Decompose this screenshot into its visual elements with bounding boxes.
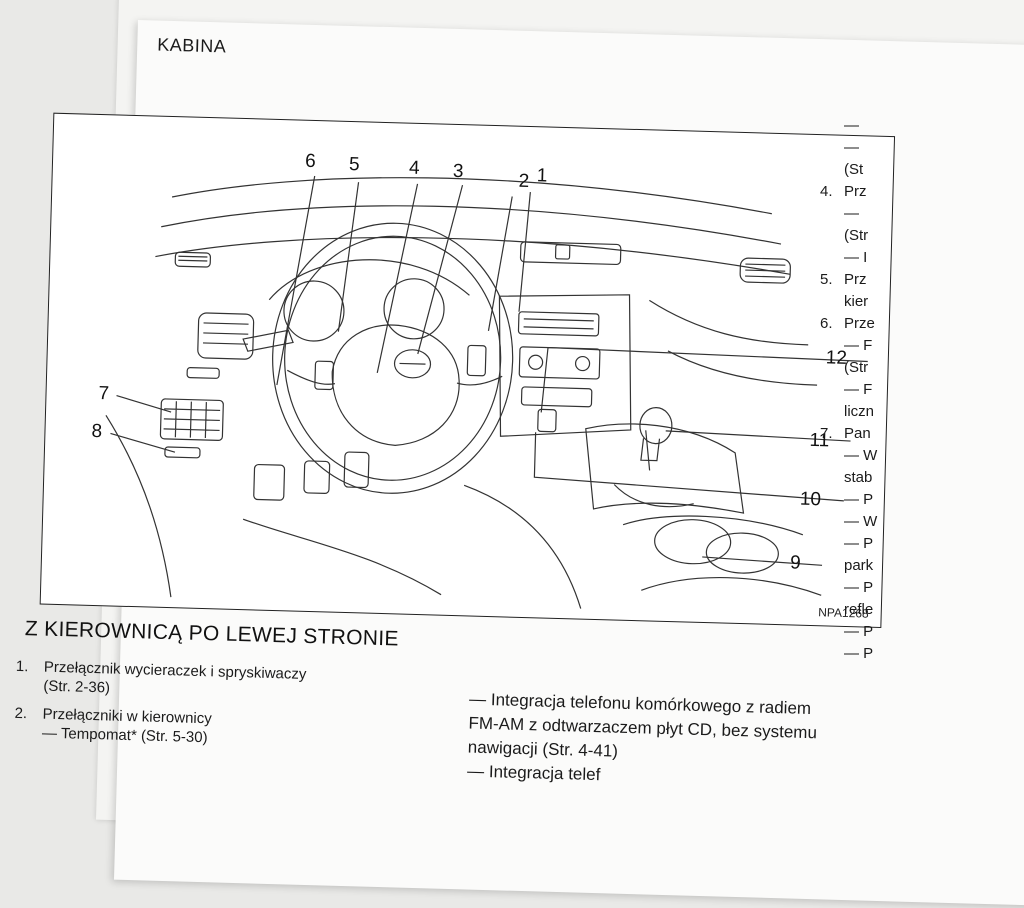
callout-10: 10 (799, 488, 822, 511)
text-line: — F (844, 337, 873, 354)
text-line: refle (844, 601, 874, 618)
text-line: stab (844, 469, 873, 486)
column-two-text: — Integracja telefonu komórkowego z radi… (467, 688, 890, 796)
section-heading: Z KIEROWNICĄ PO LEWEJ STRONIE (24, 617, 400, 651)
text-line: — P (844, 491, 874, 508)
text-line: 6.Prze (820, 315, 875, 332)
text-line: — P (844, 579, 874, 596)
callout-9: 9 (789, 552, 801, 574)
item-list: 1. Przełącznik wycieraczek i spryskiwacz… (14, 657, 436, 763)
text-line: (St (844, 161, 864, 178)
text-line: park (844, 557, 874, 574)
callout-3: 3 (452, 160, 464, 183)
callout-7: 7 (98, 383, 110, 405)
callout-6: 6 (304, 150, 316, 173)
dashboard-line-drawing (105, 175, 868, 609)
text-line: — I (844, 249, 868, 266)
callout-5: 5 (348, 153, 360, 176)
callout-4: 4 (408, 157, 420, 179)
text-line: — (844, 139, 859, 156)
text-line: liczn (844, 403, 875, 420)
cabin-illustration: 6 5 4 3 2 1 7 8 12 11 10 9 NPA1268 (39, 112, 896, 628)
text-line: — P (844, 645, 874, 662)
section-title: KABINA (157, 34, 227, 57)
text-line: — (844, 117, 859, 134)
item-number: 1. (15, 657, 29, 676)
list-item: 1. Przełącznik wycieraczek i spryskiwacz… (15, 657, 436, 707)
text-line: (Str (844, 227, 869, 244)
text-line: 7.Pan (820, 425, 871, 442)
text-line: — (844, 205, 859, 222)
item-number: 2. (14, 704, 28, 723)
callout-1: 1 (536, 165, 548, 187)
text-line: kier (844, 293, 869, 310)
list-item: 2. Przełączniki w kierownicy — Tempomat*… (14, 704, 435, 754)
text-line: (Str (844, 359, 869, 376)
text-line: — W (844, 513, 878, 530)
text-line: — W (844, 447, 878, 464)
column-three-text: — — (St 4.Prz — (Str — I 5.Prz kier 6.Pr… (820, 115, 980, 665)
text-line: — P (844, 623, 874, 640)
text-line: — F (844, 381, 873, 398)
text-line: — P (844, 535, 874, 552)
callout-8: 8 (91, 420, 103, 443)
manual-page: KABINA (14, 20, 1024, 908)
text-line: 5.Prz (820, 271, 867, 288)
text-line: 4.Prz (820, 183, 867, 200)
callout-2: 2 (518, 170, 530, 192)
